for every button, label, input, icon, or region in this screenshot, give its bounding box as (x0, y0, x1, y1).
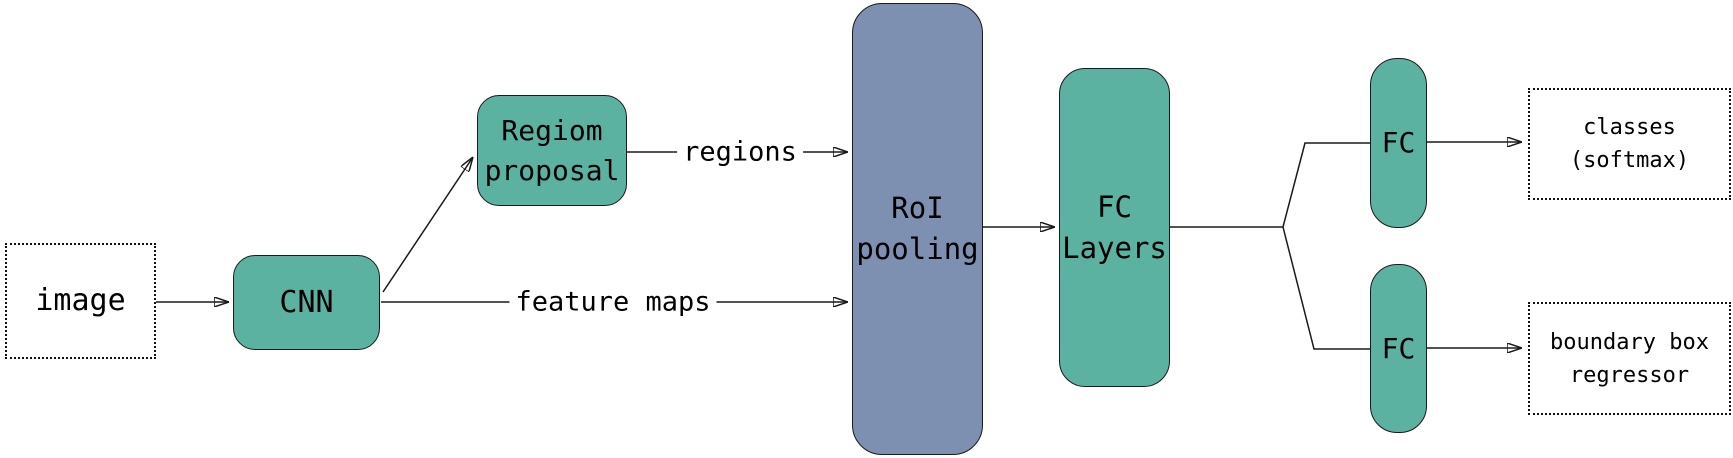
node-fc-layers: FC Layers (1059, 68, 1170, 387)
edge-label-feature-maps: feature maps (509, 286, 717, 318)
node-cnn: CNN (233, 255, 380, 350)
node-roi-pooling: RoI pooling (852, 3, 983, 455)
line-fc-layers-fork-top (1170, 142, 1370, 228)
node-fc-top: FC (1370, 58, 1427, 228)
node-image: image (5, 243, 156, 359)
edge-label-regions: regions (677, 136, 803, 168)
node-classes-output: classes (softmax) (1528, 88, 1731, 200)
arrow-cnn-to-region-proposal (382, 157, 473, 293)
node-region-proposal: Regiom proposal (477, 95, 627, 206)
node-boundary-box-regressor: boundary box regressor (1528, 302, 1731, 415)
node-fc-bottom: FC (1370, 264, 1427, 433)
line-fc-layers-fork-bottom (1282, 226, 1370, 350)
